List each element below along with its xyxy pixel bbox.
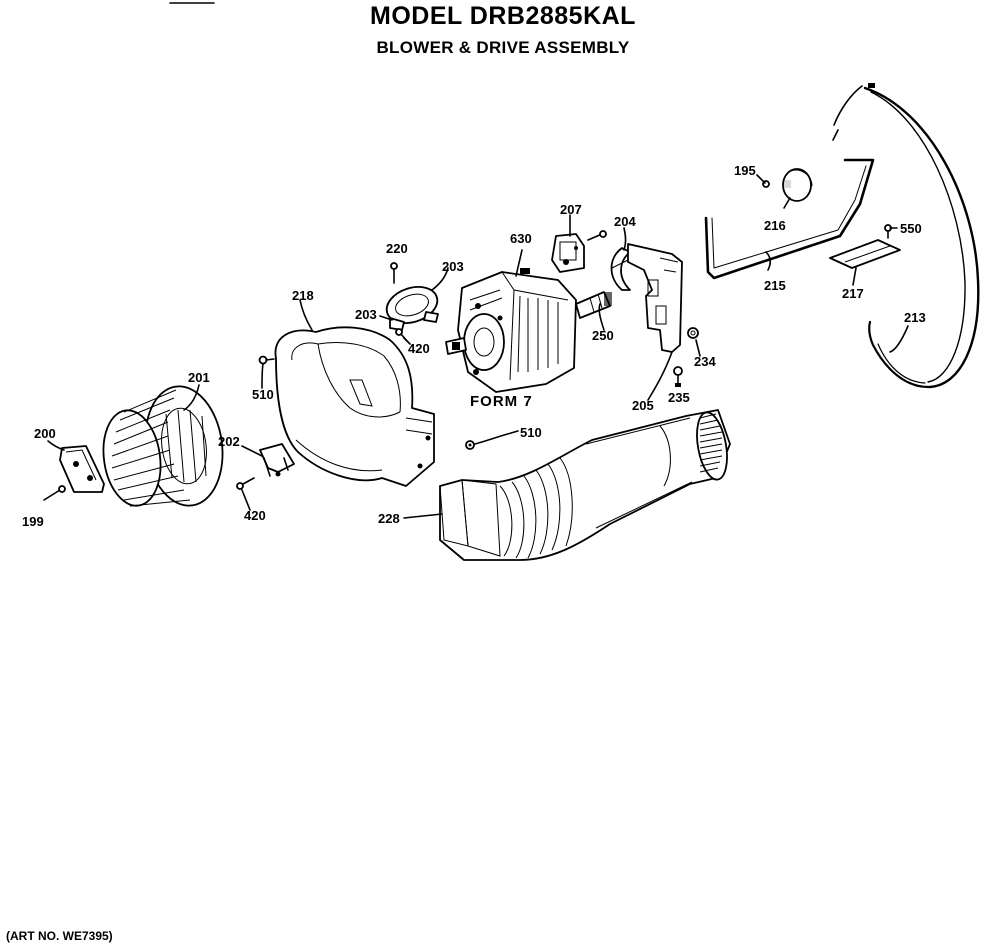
- callout-420-motor: 420: [408, 341, 430, 356]
- callout-202: 202: [218, 434, 240, 449]
- callout-235: 235: [668, 390, 690, 405]
- part-235-nut: [673, 366, 683, 387]
- part-234-washer: [687, 327, 699, 339]
- callout-218: 218: [292, 288, 314, 303]
- page-title: MODEL DRB2885KAL: [370, 2, 636, 30]
- callout-220: 220: [386, 241, 408, 256]
- part-207-screw: [587, 230, 607, 241]
- part-202-clip: [259, 443, 295, 477]
- part-510-screw-b: [465, 440, 475, 450]
- form-label: FORM 7: [470, 393, 533, 410]
- callout-228: 228: [378, 511, 400, 526]
- part-199-screw: [43, 485, 66, 501]
- part-420-screw-b: [236, 477, 255, 490]
- part-207-switch: [551, 233, 585, 273]
- callout-195: 195: [734, 163, 756, 178]
- part-630-motor: [445, 268, 612, 393]
- callout-420-clip: 420: [244, 508, 266, 523]
- leader-lines: [47, 174, 909, 519]
- callout-203-top: 203: [442, 259, 464, 274]
- callout-510-duct: 510: [520, 425, 542, 440]
- callout-205: 205: [632, 398, 654, 413]
- callout-250: 250: [592, 328, 614, 343]
- callout-199: 199: [22, 514, 44, 529]
- part-213-drum-belt: [832, 83, 980, 389]
- callout-203-left: 203: [355, 307, 377, 322]
- art-number: (ART NO. WE7395): [6, 929, 113, 943]
- callout-201: 201: [188, 370, 210, 385]
- callout-550: 550: [900, 221, 922, 236]
- callout-510-left: 510: [252, 387, 274, 402]
- part-201-blower-wheel: [102, 385, 224, 507]
- callout-200: 200: [34, 426, 56, 441]
- part-510-screw-a: [258, 355, 275, 365]
- part-203-mount-ring: [385, 286, 439, 331]
- callout-213: 213: [904, 310, 926, 325]
- part-216-idler-pulley: [782, 168, 813, 202]
- part-218-blower-housing: [274, 326, 435, 487]
- callout-204: 204: [614, 214, 636, 229]
- part-228-duct: [439, 409, 731, 561]
- part-200-bracket: [59, 445, 105, 493]
- part-217-bracket: [829, 239, 901, 269]
- callout-216: 216: [764, 218, 786, 233]
- part-205-motor-mount: [627, 243, 683, 353]
- page-subtitle: BLOWER & DRIVE ASSEMBLY: [376, 38, 630, 57]
- callout-234: 234: [694, 354, 716, 369]
- part-215-idler-arm: [704, 158, 875, 280]
- callout-630: 630: [510, 231, 532, 246]
- callout-217: 217: [842, 286, 864, 301]
- part-550-screw: [884, 224, 892, 239]
- part-220-screw: [390, 262, 398, 284]
- callout-207: 207: [560, 202, 582, 217]
- callout-215: 215: [764, 278, 786, 293]
